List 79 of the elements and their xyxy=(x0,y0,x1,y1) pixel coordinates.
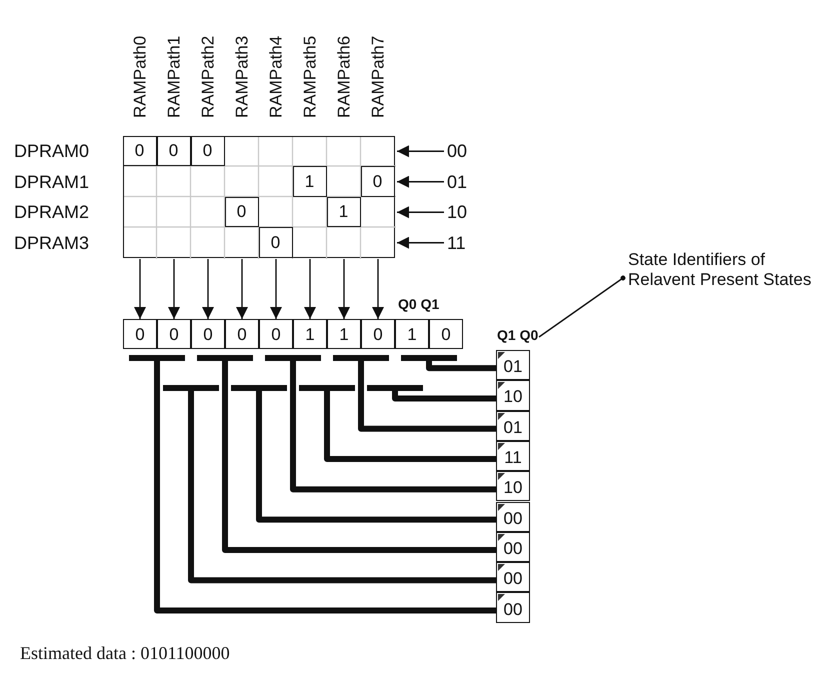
result-text: Estimated data : 0101100000 xyxy=(20,644,230,662)
state-box: 00 xyxy=(496,562,530,592)
register-bit: 1 xyxy=(293,319,327,349)
bus-bar xyxy=(367,385,423,391)
value-cell: 1 xyxy=(326,196,360,227)
column-label: RAMPath2 xyxy=(200,36,216,118)
address-text: 01 xyxy=(447,170,479,194)
state-box: 00 xyxy=(496,502,530,532)
register-bit: 0 xyxy=(429,319,463,349)
bus-line xyxy=(154,361,496,614)
state-box: 10 xyxy=(496,380,530,411)
arrow xyxy=(202,259,214,319)
arrow xyxy=(134,259,146,319)
register-bit: 1 xyxy=(327,319,361,349)
bus-line xyxy=(324,391,496,462)
bus-bar xyxy=(129,355,185,361)
register-bit: 1 xyxy=(395,319,429,349)
value-cell: 0 xyxy=(258,227,292,258)
value-cell: 0 xyxy=(224,196,258,227)
arrow xyxy=(168,259,180,319)
state-box: 01 xyxy=(496,350,530,380)
column-label: RAMPath5 xyxy=(302,36,318,118)
column-label: RAMPath0 xyxy=(132,36,148,118)
register-bit: 0 xyxy=(191,319,225,349)
state-box: 00 xyxy=(496,592,530,623)
bus-bar xyxy=(197,355,253,361)
address-text: 11 xyxy=(447,230,479,255)
value-cell: 0 xyxy=(360,166,394,196)
state-box: 01 xyxy=(496,410,530,441)
column-label: RAMPath6 xyxy=(336,36,352,118)
arrow xyxy=(338,259,350,319)
arrow xyxy=(397,176,444,188)
bus-line xyxy=(256,391,496,523)
bus-line xyxy=(392,391,496,402)
bus-bar xyxy=(265,355,321,361)
bus-line xyxy=(290,361,496,492)
bit-header: Q0 Q1 xyxy=(398,297,440,311)
arrow xyxy=(397,236,444,249)
address-text: 00 xyxy=(447,139,479,164)
register-bit: 0 xyxy=(361,319,395,349)
bus-line xyxy=(358,361,496,432)
value-cell: 1 xyxy=(292,166,326,196)
column-label: RAMPath4 xyxy=(268,36,284,118)
row-label: DPRAM3 xyxy=(14,234,90,252)
register-bit: 0 xyxy=(123,319,157,349)
value-cell: 0 xyxy=(122,136,156,166)
row-label: DPRAM1 xyxy=(14,172,90,191)
memory-grid xyxy=(123,136,395,258)
arrow xyxy=(372,259,384,319)
arrow xyxy=(397,206,444,218)
state-box: 00 xyxy=(496,532,530,562)
register-bit: 0 xyxy=(157,319,191,349)
register-bit: 0 xyxy=(225,319,259,349)
column-label: RAMPath3 xyxy=(234,36,250,118)
leader-line xyxy=(538,276,626,338)
register-bit: 0 xyxy=(259,319,293,349)
address-text: 10 xyxy=(447,200,479,224)
bus-line xyxy=(188,391,496,584)
arrow xyxy=(304,259,316,319)
value-cell: 0 xyxy=(156,136,190,166)
note-text: State Identifiers of Relavent Present States xyxy=(628,250,812,291)
value-cell: 0 xyxy=(190,136,224,166)
bus-bar xyxy=(333,355,389,361)
bus-bar xyxy=(163,385,219,391)
bus-line xyxy=(426,361,496,372)
row-label: DPRAM0 xyxy=(14,142,90,160)
bus-line xyxy=(222,361,496,553)
state-box: 11 xyxy=(496,440,530,472)
state-header: Q1 Q0 xyxy=(497,327,539,343)
column-label: RAMPath7 xyxy=(370,36,386,118)
bus-bar xyxy=(401,355,457,361)
state-box: 10 xyxy=(496,471,530,502)
arrow xyxy=(270,259,282,319)
column-label: RAMPath1 xyxy=(166,36,182,118)
bus-bar xyxy=(299,385,355,391)
bus-bar xyxy=(231,385,287,391)
row-label: DPRAM2 xyxy=(14,203,90,222)
arrow xyxy=(236,259,248,319)
arrow xyxy=(397,145,444,158)
